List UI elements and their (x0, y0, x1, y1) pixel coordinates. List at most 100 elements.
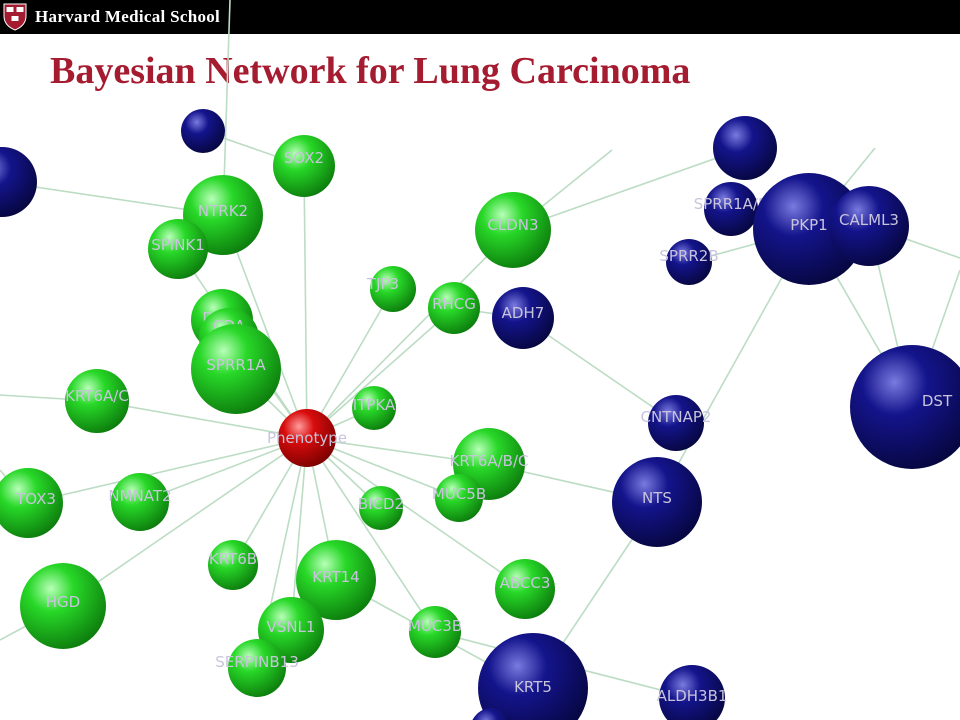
node-cntnap2: CNTNAP2 (641, 395, 712, 451)
harvard-shield-icon (3, 3, 27, 31)
node-label-cldn3: CLDN3 (487, 216, 538, 234)
node-label-phenotype: Phenotype (267, 429, 347, 447)
node-label-sox2: SOX2 (284, 149, 324, 167)
node-sphere-muc5b (435, 474, 483, 522)
node-sphere-blue_top_right (713, 116, 777, 180)
node-sphere-sox2 (273, 135, 335, 197)
node-sprr2b: SPRR2B (659, 239, 719, 285)
node-label-krt5: KRT5 (514, 678, 552, 696)
edge-phenotype-abcc3 (306, 437, 526, 590)
header-bar: Harvard Medical School (0, 0, 960, 34)
node-label-cntnap2: CNTNAP2 (641, 408, 712, 426)
node-sprr1a: SPRR1A (191, 324, 281, 414)
node-label-muc3b: MUC3B (408, 617, 462, 635)
node-label-sprr1ab: SPRR1A/B (694, 195, 769, 213)
node-itpka: ITPKA (352, 386, 396, 430)
node-dst: DST (850, 345, 960, 469)
node-sphere-sprr2b (666, 239, 712, 285)
edge-phenotype-sox2 (303, 165, 308, 439)
node-pkp1: PKP1 (753, 173, 865, 285)
node-spink1: SPINK1 (148, 219, 208, 279)
node-sphere-blue_left (0, 147, 37, 217)
node-blue_top_right (713, 116, 777, 180)
node-label-spink1: SPINK1 (151, 236, 205, 254)
node-label-ntrk2: NTRK2 (198, 202, 248, 220)
node-label-calml3: CALML3 (839, 211, 899, 229)
node-sphere-muc3b (409, 606, 461, 658)
node-label-adh7: ADH7 (502, 304, 545, 322)
node-sphere-rhcg (428, 282, 480, 334)
node-sox2: SOX2 (273, 135, 335, 197)
node-label-dst: DST (922, 392, 953, 410)
node-sphere-aldh3b1 (659, 665, 725, 720)
node-label-krt6ac: KRT6A/C (65, 387, 129, 405)
node-sphere-cldn3 (475, 192, 551, 268)
node-krt6ac: KRT6A/C (65, 369, 129, 433)
node-label-bicd2: BICD2 (358, 495, 404, 513)
node-label-sprr1a: SPRR1A (206, 356, 266, 374)
node-label-tox3: TOX3 (15, 490, 56, 508)
node-muc3b: MUC3B (408, 606, 462, 658)
node-label-vsnl1: VSNL1 (267, 618, 316, 636)
edge-phenotype-rhcg (306, 307, 455, 439)
node-calml3: CALML3 (829, 186, 909, 266)
node-nmnat2: NMNAT2 (108, 473, 172, 531)
node-label-sprr2b: SPRR2B (659, 247, 718, 265)
node-sphere-itpka (352, 386, 396, 430)
node-sphere-nmnat2 (111, 473, 169, 531)
node-tjp3: TJP3 (366, 266, 416, 312)
node-sphere-krt6ac (65, 369, 129, 433)
node-label-serpinb13: SERPINB13 (215, 653, 299, 671)
node-sphere-hgd (20, 563, 106, 649)
node-tox3: TOX3 (0, 468, 63, 538)
node-abcc3: ABCC3 (495, 559, 555, 619)
node-label-itpka: ITPKA (353, 396, 396, 414)
edge-phenotype-muc3b (306, 437, 436, 633)
node-sphere-nts (612, 457, 702, 547)
node-sphere-sprr1a (191, 324, 281, 414)
page-title: Bayesian Network for Lung Carcinoma (50, 50, 691, 92)
node-layer: PhenotypeSOX2NTRK2SPINK1DPP4CDASPRR1ATJP… (0, 109, 960, 720)
node-sphere-dst (850, 345, 960, 469)
node-blue_left (0, 147, 37, 217)
node-cldn3: CLDN3 (475, 192, 551, 268)
node-label-abcc3: ABCC3 (500, 574, 551, 592)
node-nts: NTS (612, 457, 702, 547)
node-label-aldh3b1: ALDH3B1 (657, 687, 728, 705)
node-sphere-pkp1 (753, 173, 865, 285)
node-serpinb13: SERPINB13 (215, 639, 299, 697)
node-sphere-calml3 (829, 186, 909, 266)
node-sphere-cntnap2 (648, 395, 704, 451)
node-sphere-tjp3 (370, 266, 416, 312)
node-label-nmnat2: NMNAT2 (108, 487, 171, 505)
node-aldh3b1: ALDH3B1 (657, 665, 728, 720)
edge-phenotype-krt6ac (96, 400, 308, 439)
node-sphere-blue_small_top (181, 109, 225, 153)
institution-name: Harvard Medical School (35, 7, 221, 26)
node-sphere-adh7 (492, 287, 554, 349)
node-krt14: KRT14 (296, 540, 376, 620)
edge-phenotype-nmnat2 (139, 437, 308, 503)
node-adh7: ADH7 (492, 287, 554, 349)
node-krt5: KRT5 (478, 633, 588, 720)
node-sphere-blue_bottom (472, 708, 512, 720)
node-blue_small_top (181, 109, 225, 153)
node-label-krt14: KRT14 (312, 568, 359, 586)
node-label-rhcg: RHCG (432, 295, 476, 313)
node-label-krt6b: KRT6B (209, 550, 257, 568)
node-bicd2: BICD2 (358, 486, 404, 530)
edge-phenotype-hgd (62, 437, 308, 607)
node-blue_bottom (472, 708, 512, 720)
node-sphere-spink1 (148, 219, 208, 279)
edge-phenotype-tox3 (27, 437, 308, 504)
node-sphere-phenotype (278, 409, 336, 467)
node-krt6b: KRT6B (208, 540, 258, 590)
node-label-hgd: HGD (46, 593, 80, 611)
node-label-krt6abc: KRT6A/B/C (449, 452, 528, 470)
node-sphere-krt14 (296, 540, 376, 620)
node-sphere-serpinb13 (228, 639, 286, 697)
node-sphere-bicd2 (359, 486, 403, 530)
node-muc5b: MUC5B (432, 474, 486, 522)
